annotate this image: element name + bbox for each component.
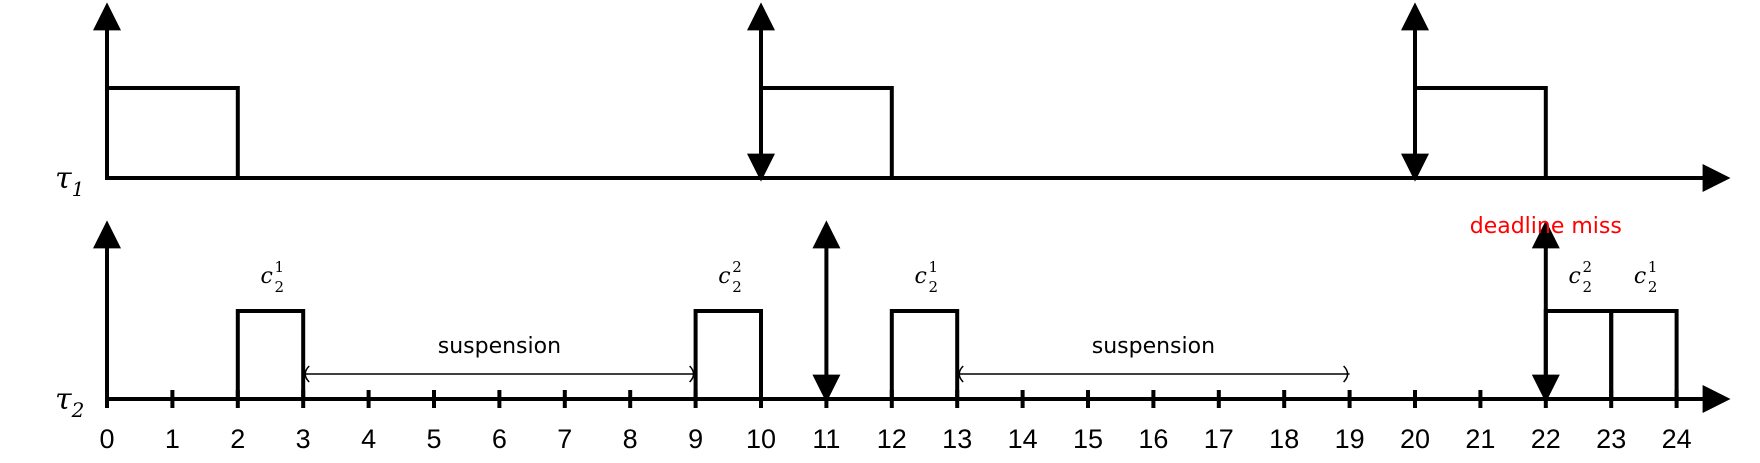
task2-suspensions: suspension suspension [303,334,1350,383]
suspension-start-bracket [304,365,310,383]
tick-label: 14 [1008,424,1038,454]
suspension-label: suspension [1092,334,1215,359]
tick-label: 5 [426,424,441,454]
task2-segment-box [235,309,306,401]
task2-segment-box [1609,309,1679,401]
tick-label: 3 [296,424,311,454]
task1-job-box [1413,86,1548,180]
segment-label-subscript: 2 [929,278,939,296]
segment-label-subscript: 2 [275,278,285,296]
task1-job-box [105,86,240,180]
task2-release-deadline-arrows [93,220,1560,403]
tick-label: 6 [492,424,507,454]
tick-label: 18 [1269,424,1299,454]
segment-label-subscript: 2 [732,278,742,296]
tick-label: 9 [688,424,703,454]
segment-label-superscript: 2 [1583,258,1593,276]
deadline-miss-label: deadline miss [1470,214,1622,239]
segment-label-superscript: 1 [929,258,939,276]
segment-label-superscript: 1 [1648,258,1658,276]
segment-label-subscript: 2 [1648,278,1658,296]
tick-label: 17 [1204,424,1234,454]
tick-label: 4 [361,424,376,454]
segment-label: c [1569,264,1581,289]
tick-label: 11 [812,424,840,454]
tick-label: 2 [230,424,245,454]
tick-label: 20 [1400,424,1430,454]
suspension-label: suspension [438,334,561,359]
segment-label: c [1634,264,1646,289]
task1-label: τ1 [55,161,84,201]
tick-label: 0 [99,424,114,454]
tick-label: 22 [1531,424,1561,454]
tick-label: 12 [877,424,907,454]
tick-label: 21 [1465,424,1495,454]
task2-label: τ2 [55,382,84,422]
task1-jobs [105,86,1548,180]
segment-label: c [915,264,927,289]
tick-label: 10 [746,424,776,454]
suspension-end-bracket [689,365,695,383]
tick-label: 24 [1662,424,1692,454]
task2-segment-box [889,309,960,401]
tick-label: 19 [1335,424,1365,454]
tick-label: 16 [1138,424,1168,454]
tick-label: 23 [1596,424,1626,454]
task1-row: τ1 [55,2,1731,201]
segment-label-superscript: 2 [732,258,742,276]
task1-release-deadline-arrows [93,2,1429,182]
tick-label: 7 [557,424,572,454]
tick-label: 8 [623,424,638,454]
task1-job-box [759,86,894,180]
tick-label: 15 [1073,424,1103,454]
segment-label-superscript: 1 [275,258,285,276]
tick-label: 13 [942,424,972,454]
task2-segment-box [693,309,763,401]
segment-label-subscript: 2 [1583,278,1593,296]
suspension-start-bracket [958,365,964,383]
segment-label: c [718,264,730,289]
task2-segment-box [1543,309,1614,401]
tick-label: 1 [165,424,180,454]
segment-label: c [261,264,273,289]
suspension-end-bracket [1343,365,1349,383]
